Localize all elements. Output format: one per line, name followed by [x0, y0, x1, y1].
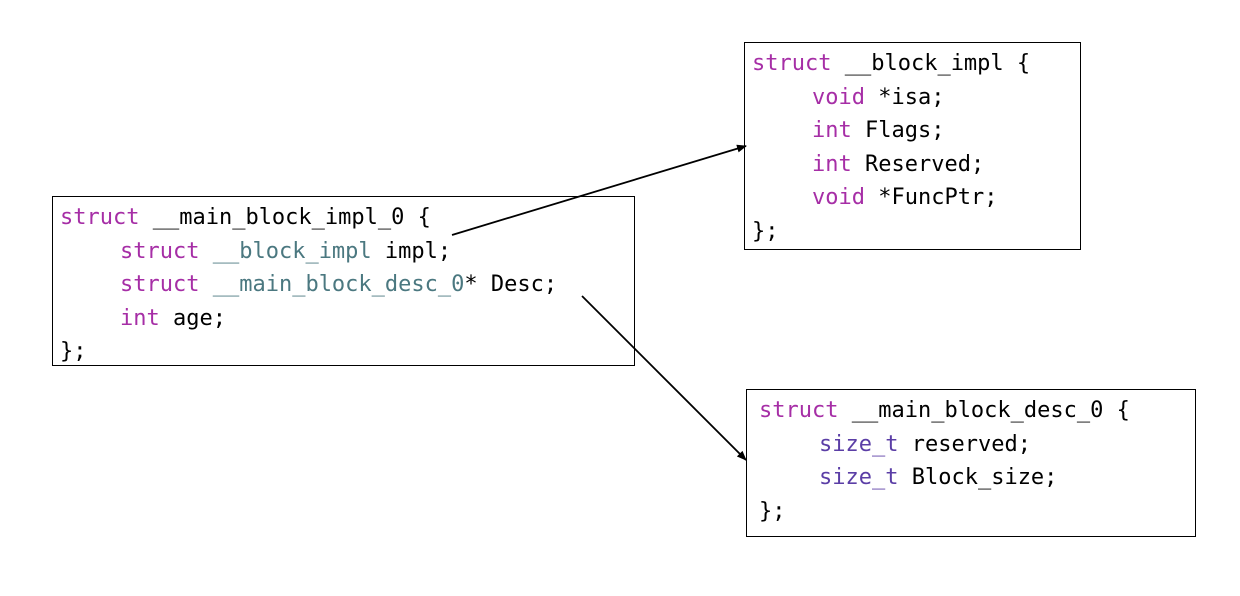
- code-text: Reserved;: [851, 151, 985, 177]
- code-line: size_t Block_size;: [759, 461, 1195, 495]
- keyword: int: [812, 118, 852, 143]
- code-line: void *isa;: [752, 81, 1080, 115]
- type-name: __main_block_desc_0: [199, 272, 465, 297]
- builtin-type: size_t: [819, 465, 899, 490]
- builtin-type: size_t: [819, 431, 899, 457]
- code-line: struct __main_block_impl_0 {: [60, 201, 634, 235]
- code-text: };: [60, 339, 87, 364]
- keyword: struct: [60, 205, 140, 230]
- keyword: struct: [120, 238, 200, 264]
- code-text: *FuncPtr;: [864, 185, 998, 210]
- code-text: __main_block_desc_0 {: [838, 398, 1130, 423]
- keyword: struct: [120, 272, 200, 297]
- code-text: };: [752, 218, 779, 244]
- code-line: size_t reserved;: [759, 428, 1195, 462]
- code-text: impl;: [371, 238, 452, 264]
- keyword: struct: [759, 398, 839, 423]
- code-line: struct __main_block_desc_0 {: [759, 394, 1195, 428]
- keyword: int: [812, 151, 852, 177]
- code-text: __block_impl {: [831, 51, 1031, 76]
- code-line: int Reserved;: [752, 148, 1080, 182]
- code-text: __main_block_impl_0 {: [139, 205, 431, 230]
- keyword: void: [812, 185, 865, 210]
- code-line: int Flags;: [752, 114, 1080, 148]
- code-text: Flags;: [851, 118, 945, 143]
- code-text: };: [759, 498, 786, 524]
- code-line: };: [752, 215, 1080, 249]
- code-text: * Desc;: [464, 272, 558, 297]
- keyword: void: [812, 84, 865, 110]
- code-text: Block_size;: [898, 465, 1058, 490]
- keyword: struct: [752, 51, 832, 76]
- code-text: *isa;: [864, 84, 945, 110]
- code-line: };: [60, 335, 634, 369]
- type-name: __block_impl: [199, 238, 372, 264]
- keyword: int: [120, 305, 160, 331]
- block-impl-struct-box: struct __block_impl {void *isa;int Flags…: [744, 42, 1081, 250]
- code-text: age;: [159, 305, 226, 331]
- code-line: struct __block_impl impl;: [60, 235, 634, 269]
- main-block-desc-struct-box: struct __main_block_desc_0 {size_t reser…: [746, 389, 1196, 537]
- main-block-impl-struct-box: struct __main_block_impl_0 {struct __blo…: [52, 196, 635, 366]
- code-line: struct __block_impl {: [752, 47, 1080, 81]
- code-text: reserved;: [898, 431, 1031, 457]
- code-line: struct __main_block_desc_0* Desc;: [60, 268, 634, 302]
- code-line: void *FuncPtr;: [752, 181, 1080, 215]
- code-line: int age;: [60, 302, 634, 336]
- code-line: };: [759, 495, 1195, 529]
